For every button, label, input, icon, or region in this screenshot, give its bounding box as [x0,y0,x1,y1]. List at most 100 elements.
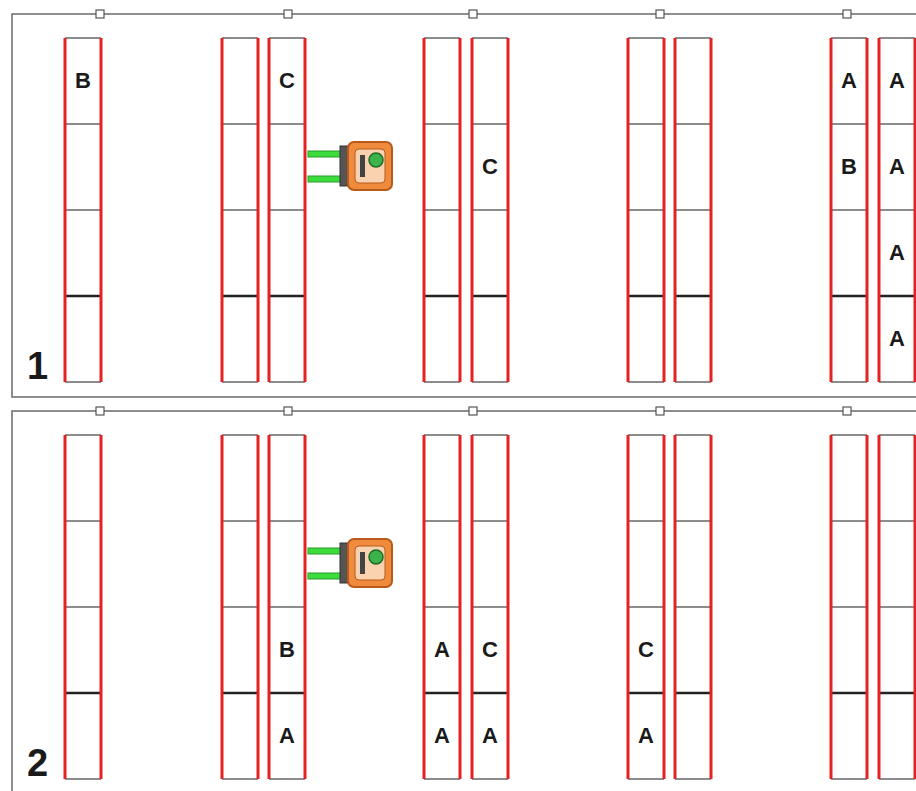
slot-letter: B [841,156,857,178]
rack-beam [424,37,460,39]
wall-post [96,10,104,18]
rack-beam [65,123,101,125]
rack-beam [879,123,915,125]
rack-beam [675,123,711,125]
rack-upright [459,38,462,382]
slot-letter: B [279,639,295,661]
rack-beam [65,295,101,298]
rack-beam [628,123,664,125]
rack-upright [100,435,103,779]
panel-frame [12,411,916,791]
rack-upright [304,435,307,779]
rack-beam [65,381,101,383]
rack-beam [269,434,305,436]
rack-beam [269,37,305,39]
wall-post [469,407,477,415]
slot-letter: A [434,639,450,661]
rack-beam [65,434,101,436]
rack-upright [304,38,307,382]
rack-beam [424,434,460,436]
rack-upright [459,435,462,779]
rack-beam [879,381,915,383]
rack-beam [831,37,867,39]
rack-upright [64,435,67,779]
rack-upright [878,38,881,382]
rack-beam [424,209,460,211]
rack-beam [472,295,508,298]
rack-beam [628,606,664,608]
rack-upright [257,38,260,382]
wall-post [656,10,664,18]
rack-beam [222,692,258,695]
rack-upright [914,38,916,382]
rack-beam [628,520,664,522]
rack-beam [269,123,305,125]
wall-post [469,10,477,18]
rack-upright [866,435,869,779]
rack-beam [831,123,867,125]
rack-beam [269,520,305,522]
rack-upright [100,38,103,382]
rack-beam [269,209,305,211]
rack-beam [65,209,101,211]
rack-beam [675,295,711,298]
rack-beam [269,778,305,780]
rack-beam [222,123,258,125]
rack-beam [831,381,867,383]
wall-post [843,10,851,18]
rack-upright [471,38,474,382]
rack-upright [423,435,426,779]
rack-beam [831,209,867,211]
rack-beam [222,295,258,298]
rack-upright [64,38,67,382]
rack-upright [674,435,677,779]
rack-beam [472,37,508,39]
wall-post [656,407,664,415]
rack-beam [831,434,867,436]
rack-beam [879,295,915,298]
slot-letter: A [889,242,905,264]
rack-beam [65,37,101,39]
rack-beam [879,778,915,780]
slot-letter: A [434,725,450,747]
rack-beam [879,520,915,522]
rack-upright [507,38,510,382]
slot-letter: C [638,639,654,661]
rack-beam [472,434,508,436]
rack-beam [628,381,664,383]
panel-number: 2 [27,744,48,782]
slot-letter: C [279,70,295,92]
slot-letter: C [482,639,498,661]
rack-upright [627,435,630,779]
rack-beam [269,295,305,298]
rack-beam [222,434,258,436]
rack-beam [222,37,258,39]
rack-beam [879,606,915,608]
slot-letter: C [482,156,498,178]
rack-beam [222,606,258,608]
rack-beam [472,209,508,211]
rack-upright [663,435,666,779]
rack-beam [831,295,867,298]
slot-letter: B [75,70,91,92]
rack-beam [831,520,867,522]
rack-upright [878,435,881,779]
rack-upright [830,435,833,779]
rack-upright [507,435,510,779]
rack-upright [674,38,677,382]
rack-beam [472,778,508,780]
panel-number: 1 [27,347,48,385]
rack-beam [424,606,460,608]
rack-beam [269,692,305,695]
panel-frame [12,14,916,397]
rack-beam [675,778,711,780]
rack-upright [221,435,224,779]
slot-letter: A [279,725,295,747]
rack-beam [879,434,915,436]
rack-beam [424,381,460,383]
rack-beam [65,778,101,780]
wall-post [843,407,851,415]
rack-upright [914,435,916,779]
rack-beam [472,606,508,608]
